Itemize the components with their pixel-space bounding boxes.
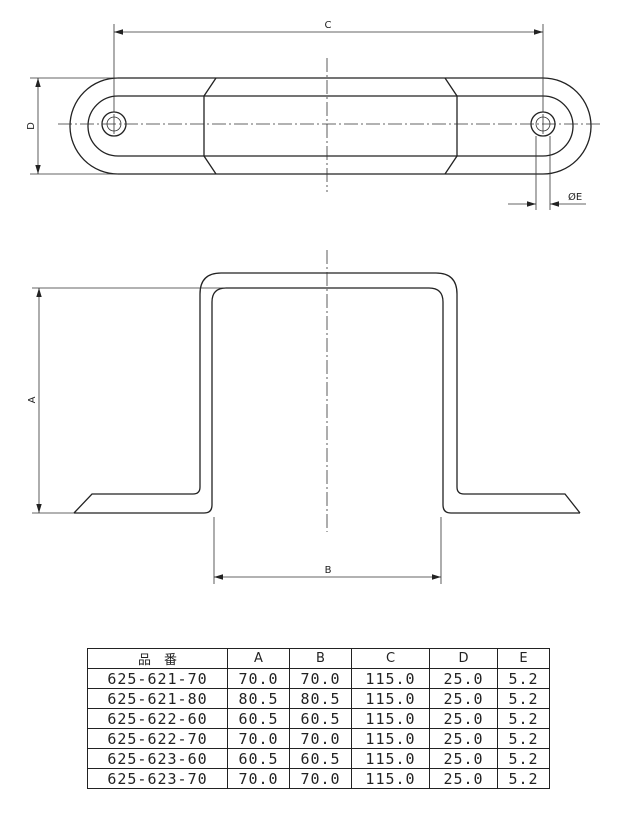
cell-d: 25.0 — [429, 728, 498, 749]
cell-b: 70.0 — [289, 668, 352, 689]
cell-e: 5.2 — [497, 768, 550, 789]
cell-c: 115.0 — [351, 728, 430, 749]
header-c: C — [351, 648, 430, 669]
center-raised-section — [203, 77, 458, 175]
dimension-d: D — [26, 77, 118, 175]
cell-b: 60.5 — [289, 748, 352, 769]
cell-b: 80.5 — [289, 688, 352, 709]
cell-e: 5.2 — [497, 728, 550, 749]
bracket-inner-profile — [74, 287, 580, 514]
cell-part-number: 625-622-60 — [87, 708, 228, 729]
cell-c: 115.0 — [351, 748, 430, 769]
inner-outline — [87, 95, 574, 157]
dimension-e-label: ØE — [568, 191, 582, 203]
dimension-d-label: D — [26, 122, 37, 130]
cell-d: 25.0 — [429, 688, 498, 709]
table-row: 625-622-60 60.5 60.5 115.0 25.0 5.2 — [87, 708, 550, 729]
cell-c: 115.0 — [351, 668, 430, 689]
dimension-e: ØE — [508, 136, 586, 210]
technical-drawing: C D ØE A — [26, 20, 602, 584]
table-row: 625-622-70 70.0 70.0 115.0 25.0 5.2 — [87, 728, 550, 749]
cell-part-number: 625-622-70 — [87, 728, 228, 749]
outer-outline — [69, 77, 592, 175]
dimension-c-label: C — [325, 20, 332, 31]
cell-c: 115.0 — [351, 688, 430, 709]
header-part-number: 品 番 — [87, 648, 228, 669]
cell-a: 80.5 — [227, 688, 290, 709]
front-view: A B — [27, 250, 581, 584]
cell-d: 25.0 — [429, 768, 498, 789]
cell-b: 70.0 — [289, 728, 352, 749]
header-d: D — [429, 648, 498, 669]
cell-d: 25.0 — [429, 708, 498, 729]
bracket-outer-profile — [73, 272, 581, 514]
dimension-a: A — [27, 287, 226, 514]
cell-e: 5.2 — [497, 688, 550, 709]
table-row: 625-623-60 60.5 60.5 115.0 25.0 5.2 — [87, 748, 550, 769]
cell-part-number: 625-623-70 — [87, 768, 228, 789]
cell-b: 60.5 — [289, 708, 352, 729]
cell-a: 70.0 — [227, 768, 290, 789]
table-row: 625-621-70 70.0 70.0 115.0 25.0 5.2 — [87, 668, 550, 689]
dimension-b: B — [213, 517, 442, 584]
cell-part-number: 625-621-80 — [87, 688, 228, 709]
cell-d: 25.0 — [429, 748, 498, 769]
cell-part-number: 625-621-70 — [87, 668, 228, 689]
header-b: B — [289, 648, 352, 669]
cell-c: 115.0 — [351, 768, 430, 789]
dimension-c: C — [113, 20, 544, 112]
table-row: 625-623-70 70.0 70.0 115.0 25.0 5.2 — [87, 768, 550, 789]
cell-a: 60.5 — [227, 748, 290, 769]
dimension-b-label: B — [325, 565, 332, 576]
cell-d: 25.0 — [429, 668, 498, 689]
cell-e: 5.2 — [497, 748, 550, 769]
top-view: C D ØE — [26, 20, 602, 210]
dimension-a-label: A — [27, 396, 38, 403]
cell-c: 115.0 — [351, 708, 430, 729]
table-row: 625-621-80 80.5 80.5 115.0 25.0 5.2 — [87, 688, 550, 709]
cell-b: 70.0 — [289, 768, 352, 789]
cell-a: 60.5 — [227, 708, 290, 729]
cell-e: 5.2 — [497, 668, 550, 689]
cell-a: 70.0 — [227, 668, 290, 689]
cell-part-number: 625-623-60 — [87, 748, 228, 769]
table-header-row: 品 番 A B C D E — [87, 648, 550, 669]
spec-table: 品 番 A B C D E 625-621-70 70.0 70.0 115.0… — [87, 648, 550, 789]
cell-a: 70.0 — [227, 728, 290, 749]
cell-e: 5.2 — [497, 708, 550, 729]
header-e: E — [497, 648, 550, 669]
header-a: A — [227, 648, 290, 669]
